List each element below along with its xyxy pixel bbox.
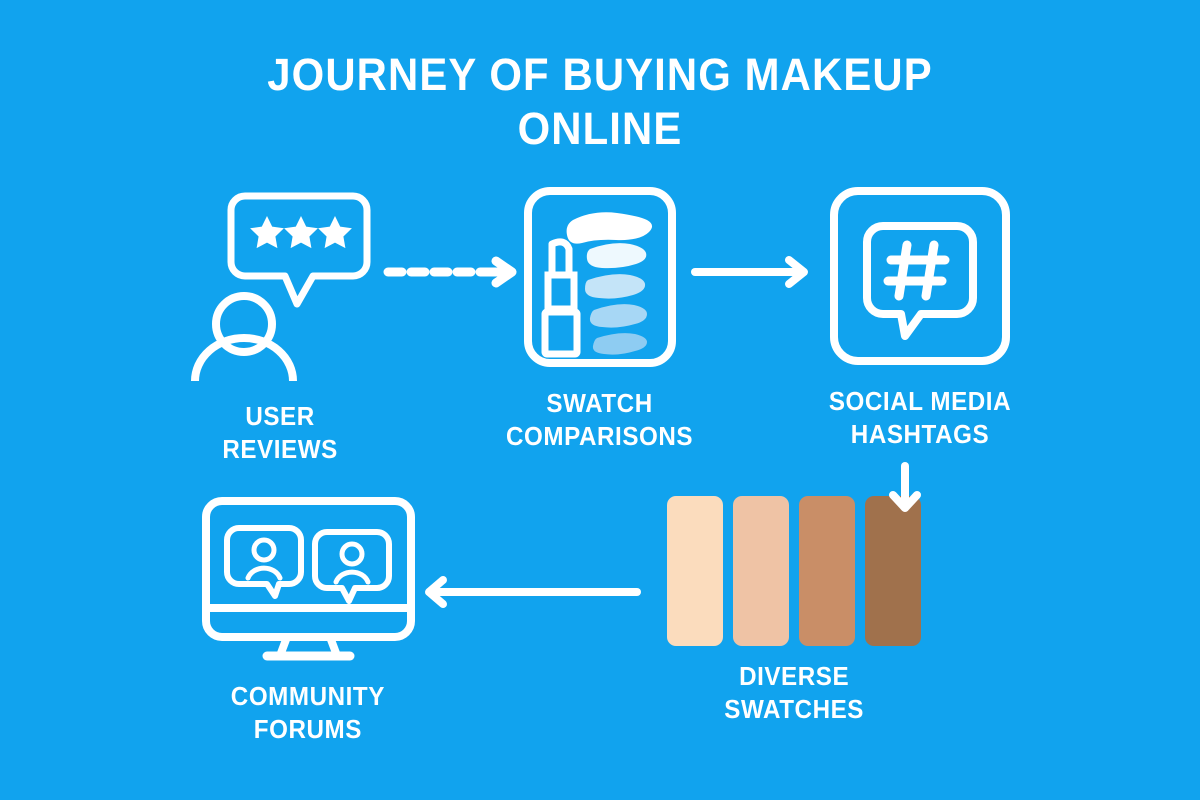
step-label-user-reviews: USER REVIEWS: [222, 401, 338, 464]
dashed-arrow-right-icon: [382, 252, 522, 297]
skin-tone-swatches-icon: [667, 496, 921, 646]
swatch-chip-deep: [865, 496, 921, 646]
step-label-diverse-swatches: DIVERSE SWATCHES: [724, 661, 864, 724]
arrow-left-icon: [420, 572, 642, 617]
step-diverse-swatches[interactable]: DIVERSE SWATCHES: [640, 496, 948, 726]
review-stars-person-icon: [185, 186, 375, 386]
swatch-strokes: [566, 212, 653, 355]
step-user-reviews[interactable]: USER REVIEWS: [160, 186, 400, 466]
hashtag-speech-bubble-icon: [829, 186, 1011, 371]
step-swatch-comparisons[interactable]: SWATCH COMPARISONS: [480, 186, 720, 453]
swatch-chip-fair: [667, 496, 723, 646]
page-title: JOURNEY OF BUYING MAKEUP ONLINE: [267, 49, 933, 154]
swatch-chip-tan: [799, 496, 855, 646]
monitor-chat-avatars-icon: [201, 496, 416, 666]
step-label-swatch-comparisons: SWATCH COMPARISONS: [506, 388, 694, 451]
step-community-forums[interactable]: COMMUNITY FORUMS: [160, 496, 456, 746]
step-label-community-forums: COMMUNITY FORUMS: [230, 681, 386, 744]
swatch-chip-light-medium: [733, 496, 789, 646]
arrow-right-icon: [690, 252, 815, 297]
lipstick-swatch-card-icon: [515, 186, 685, 373]
arrow-down-icon: [885, 462, 925, 519]
step-social-media-hashtags[interactable]: SOCIAL MEDIA HASHTAGS: [800, 186, 1040, 451]
step-label-social-media-hashtags: SOCIAL MEDIA HASHTAGS: [828, 386, 1012, 449]
